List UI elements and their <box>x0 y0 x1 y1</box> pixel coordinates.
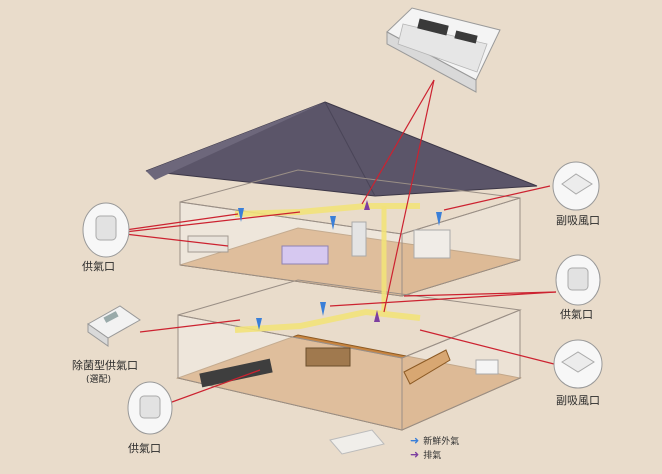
label-antibac-supply: 除菌型供氣口 <box>72 359 138 372</box>
fresh-air-arrows <box>238 208 442 330</box>
label-supply-left: 供氣口 <box>82 260 115 273</box>
legend-fresh-air: ➜ 新鮮外氣 <box>410 434 459 447</box>
ceiling-ventilation-unit <box>386 7 501 93</box>
return-vent-bottom-right <box>553 339 603 389</box>
roof <box>145 101 538 197</box>
label-return-bottom-right: 副吸風口 <box>556 394 600 407</box>
label-antibac-option: (選配) <box>86 375 112 385</box>
legend-fresh-air-label: 新鮮外氣 <box>423 437 460 447</box>
exhaust-arrow-icon: ➜ <box>410 448 420 461</box>
air-ducts <box>234 203 421 333</box>
label-supply-right: 供氣口 <box>560 308 593 321</box>
upper-floor <box>179 169 521 297</box>
antibacterial-supply-vent <box>87 305 141 347</box>
label-return-top-right: 副吸風口 <box>556 214 600 227</box>
lower-floor <box>176 279 522 455</box>
supply-vent-left <box>82 202 130 258</box>
legend-exhaust-label: 排氣 <box>423 451 442 461</box>
supply-vent-bottom-left <box>127 381 173 435</box>
legend-exhaust: ➜ 排氣 <box>410 448 441 461</box>
exhaust-arrows <box>364 200 380 322</box>
return-vent-top-right <box>552 161 600 211</box>
label-supply-bottom-left: 供氣口 <box>128 442 161 455</box>
fresh-air-arrow-icon: ➜ <box>410 434 420 447</box>
supply-vent-right <box>555 254 601 306</box>
